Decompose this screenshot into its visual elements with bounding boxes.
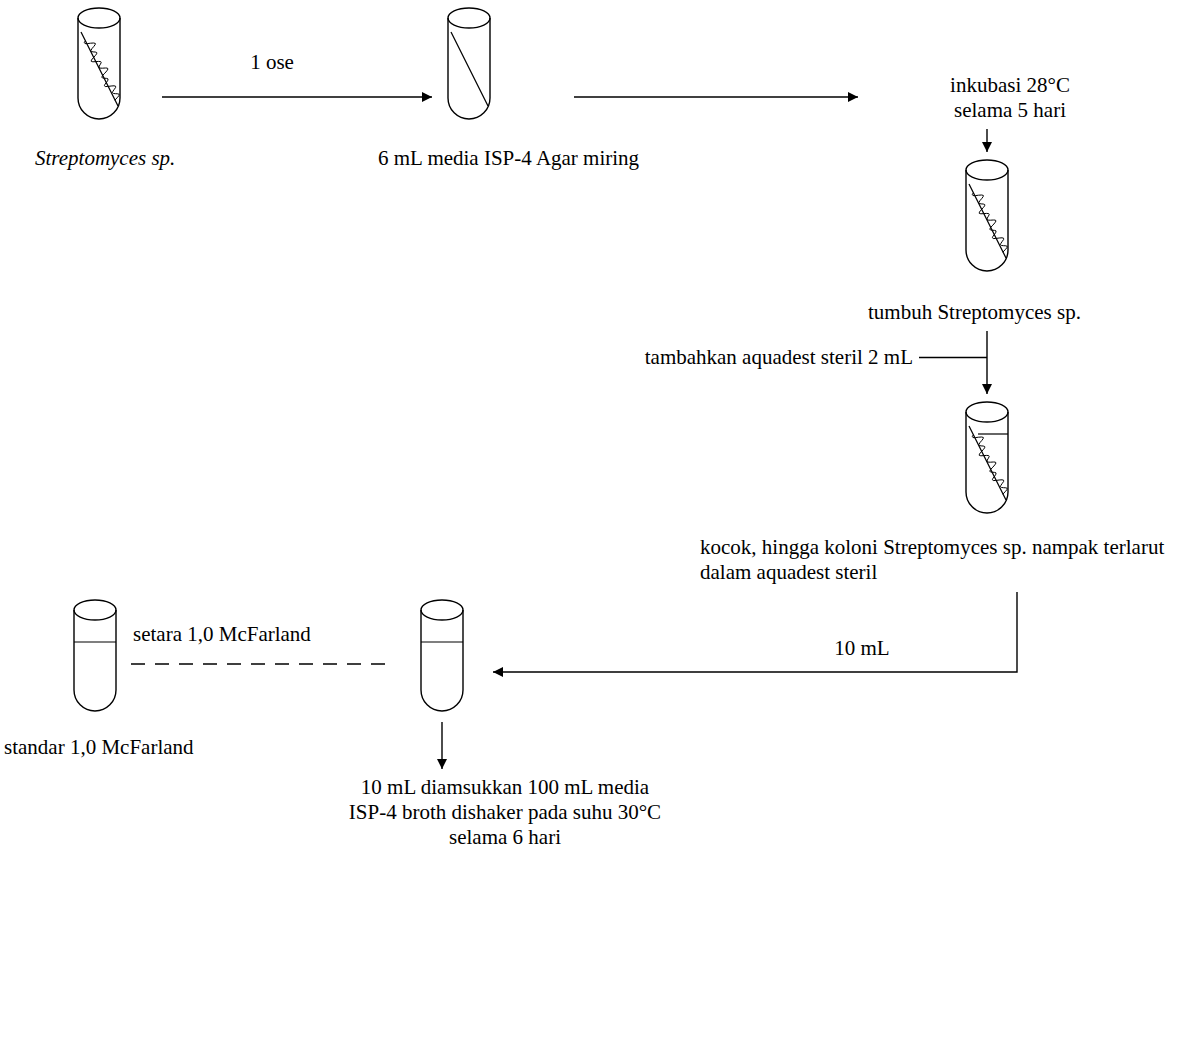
colony-growth [972,193,1007,252]
edge-label: setara 1,0 McFarland [131,622,313,647]
edge-label: tambahkan aquadest steril 2 mL [643,345,915,370]
tube-node [419,598,465,714]
dashed-comparison-line [131,663,391,664]
tube-label: kocok, hingga koloni Streptomyces sp. na… [700,535,1170,585]
flow-arrow [986,129,987,152]
tube-node: tumbuh Streptomyces sp. [964,158,1010,274]
flow-arrow [493,592,1017,672]
edge-label: 1 ose [248,50,296,75]
tube-label: 6 mL media ISP-4 Agar miring [378,146,788,171]
tube-rim [78,8,120,28]
test-tube [72,598,118,714]
tube-rim [966,402,1008,422]
step-note: 10 mL diamsukkan 100 mL media ISP-4 brot… [340,775,670,850]
flow-arrow [574,96,858,97]
leader-line [919,357,987,358]
tube-label: tumbuh Streptomyces sp. [868,300,1138,325]
tube-wall [78,18,120,119]
test-tube [419,598,465,714]
flow-arrow [986,331,987,394]
test-tube [964,400,1010,516]
tube-label: standar 1,0 McFarland [4,735,304,760]
tube-node: 6 mL media ISP-4 Agar miring [446,6,492,122]
liquid-level [978,433,1008,434]
tube-node: standar 1,0 McFarland [72,598,118,714]
flow-arrow [162,96,432,97]
tube-wall [448,18,490,119]
colony-growth [84,41,119,100]
step-note: inkubasi 28°C selama 5 hari [930,73,1090,123]
tube-node: kocok, hingga koloni Streptomyces sp. na… [964,400,1010,516]
tube-rim [74,600,116,620]
tube-wall [966,170,1008,271]
tube-wall [74,610,116,711]
liquid-level [74,641,116,642]
test-tube [964,158,1010,274]
tube-rim [966,160,1008,180]
flow-arrow [441,722,442,769]
tube-wall [421,610,463,711]
edge-label: 10 mL [832,636,891,661]
tube-rim [448,8,490,28]
test-tube [76,6,122,122]
test-tube [446,6,492,122]
tube-label: Streptomyces sp. [35,146,235,171]
liquid-level [421,641,463,642]
agar-slant [451,32,488,106]
colony-growth [972,435,1007,494]
tube-node: Streptomyces sp. [76,6,122,122]
tube-wall [966,412,1008,513]
step-text: 10 mL diamsukkan 100 mL media ISP-4 brot… [340,775,670,850]
step-text: inkubasi 28°C selama 5 hari [930,73,1090,123]
tube-rim [421,600,463,620]
